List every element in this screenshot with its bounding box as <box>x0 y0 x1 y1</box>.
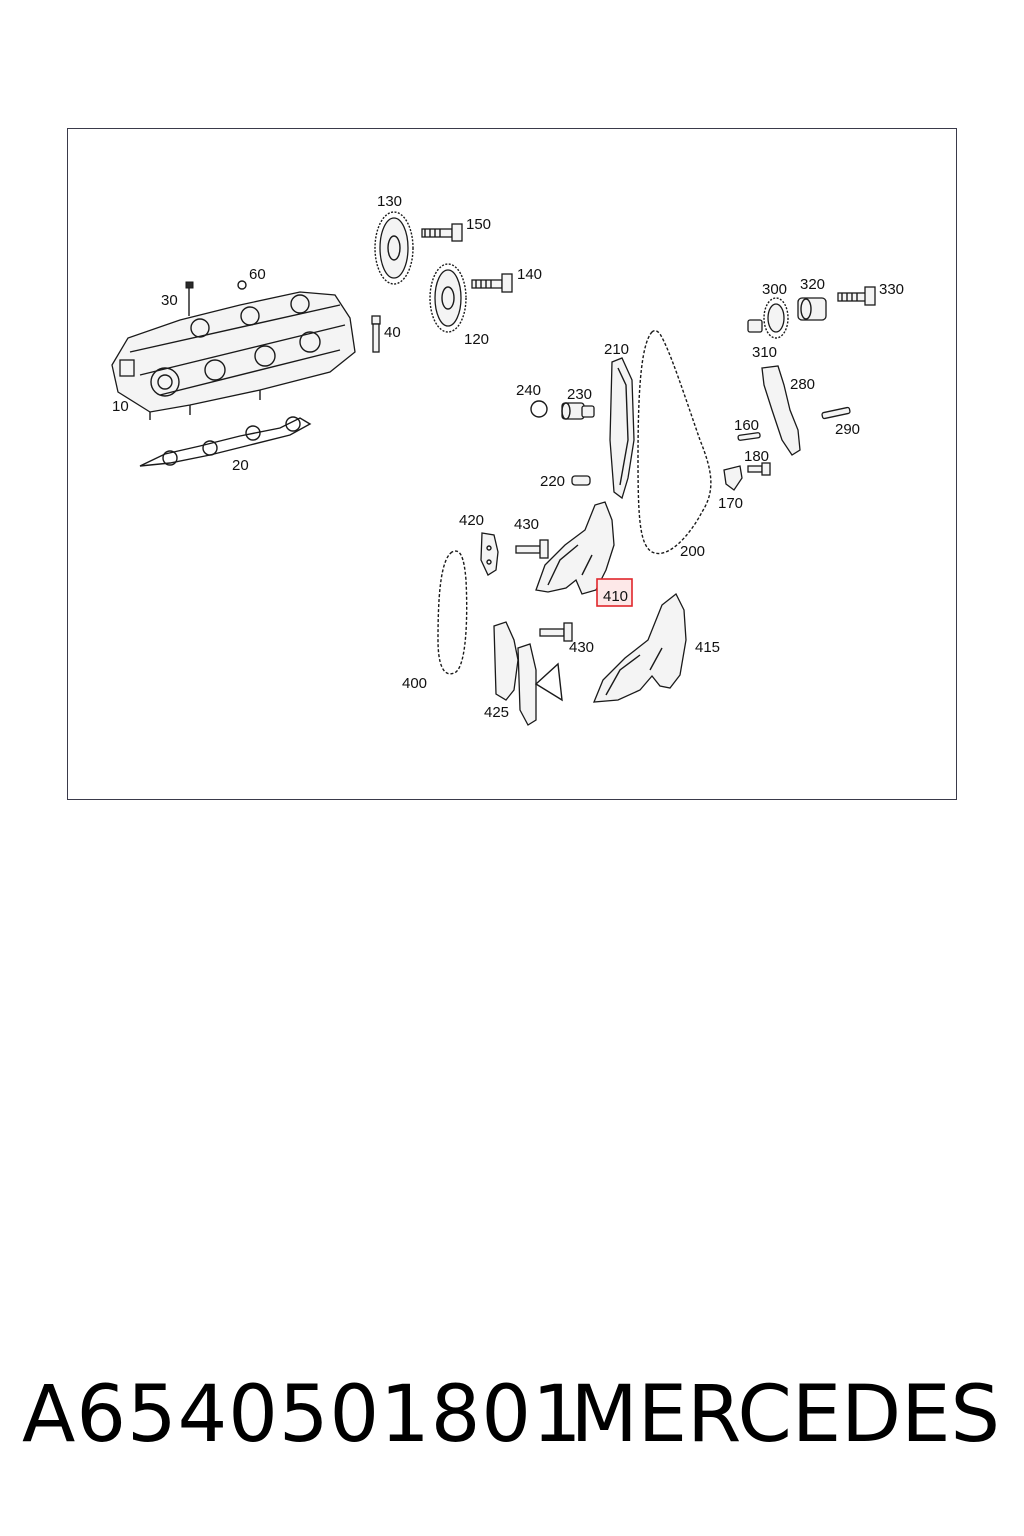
bushing-310-part <box>747 319 763 333</box>
tension-rail-280-part <box>761 365 801 456</box>
tensioner-rail-410-part <box>535 501 615 595</box>
chain-400-part <box>437 550 468 675</box>
callout-10[interactable]: 10 <box>112 398 129 415</box>
cylinder-head-part <box>111 291 356 420</box>
part-number: A6540501801 <box>22 1370 583 1460</box>
camshaft-gear-120-part <box>429 263 467 333</box>
ball-60-part <box>237 280 247 290</box>
callout-330[interactable]: 330 <box>879 281 904 298</box>
sprocket-300-part <box>763 297 789 339</box>
diagram-frame <box>67 128 957 800</box>
bolt-150-part <box>421 223 463 242</box>
head-gasket-part <box>139 416 312 467</box>
callout-320[interactable]: 320 <box>800 276 825 293</box>
exploded-parts-diagram: 10 20 30 60 40 130 150 140 120 210 240 2… <box>111 193 904 726</box>
callout-20[interactable]: 20 <box>232 457 249 474</box>
callout-170[interactable]: 170 <box>718 495 743 512</box>
bolt-30-part <box>185 281 194 316</box>
bushing-320-part <box>797 297 827 321</box>
pin-290-part <box>821 406 851 420</box>
camshaft-gear-130-part <box>374 211 414 285</box>
callout-415[interactable]: 415 <box>695 639 720 656</box>
callout-290[interactable]: 290 <box>835 421 860 438</box>
callout-230[interactable]: 230 <box>567 386 592 403</box>
caption-bar: A6540501801 MERCEDES <box>0 1370 1024 1480</box>
bracket-170-part <box>723 465 743 491</box>
o-ring-240-part <box>530 400 548 418</box>
callout-30[interactable]: 30 <box>161 292 178 309</box>
callout-150[interactable]: 150 <box>466 216 491 233</box>
guide-420-part <box>480 532 499 576</box>
callout-220[interactable]: 220 <box>540 473 565 490</box>
brand-name: MERCEDES <box>570 1370 1001 1460</box>
bolt-140-part <box>471 273 513 293</box>
callout-240[interactable]: 240 <box>516 382 541 399</box>
pin-220-part <box>571 475 591 486</box>
tensioner-rail-415-part <box>592 592 687 703</box>
callout-130[interactable]: 130 <box>377 193 402 210</box>
bolt-330-part <box>837 286 876 306</box>
callout-180[interactable]: 180 <box>744 448 769 465</box>
chain-tensioner-230-part <box>561 402 595 420</box>
callout-160[interactable]: 160 <box>734 417 759 434</box>
bolt-430-lower-part <box>539 622 573 642</box>
callout-60[interactable]: 60 <box>249 266 266 283</box>
callout-300[interactable]: 300 <box>762 281 787 298</box>
bolt-40-part <box>371 315 381 353</box>
callout-425[interactable]: 425 <box>484 704 509 721</box>
callout-120[interactable]: 120 <box>464 331 489 348</box>
guide-rail-210-part <box>609 357 635 500</box>
callout-430-upper[interactable]: 430 <box>514 516 539 533</box>
callout-420[interactable]: 420 <box>459 512 484 529</box>
guide-425-part <box>493 621 563 726</box>
callout-140[interactable]: 140 <box>517 266 542 283</box>
callout-430-lower[interactable]: 430 <box>569 639 594 656</box>
timing-chain-200-part <box>637 330 712 555</box>
callout-400[interactable]: 400 <box>402 675 427 692</box>
callout-280[interactable]: 280 <box>790 376 815 393</box>
callout-310[interactable]: 310 <box>752 344 777 361</box>
bolt-180-part <box>747 462 771 476</box>
callout-410[interactable]: 410 <box>603 588 628 605</box>
callout-40[interactable]: 40 <box>384 324 401 341</box>
pin-160-part <box>737 432 761 441</box>
callout-210[interactable]: 210 <box>604 341 629 358</box>
callout-200[interactable]: 200 <box>680 543 705 560</box>
highlight-box-410 <box>596 578 633 607</box>
bolt-430-upper-part <box>515 539 549 559</box>
